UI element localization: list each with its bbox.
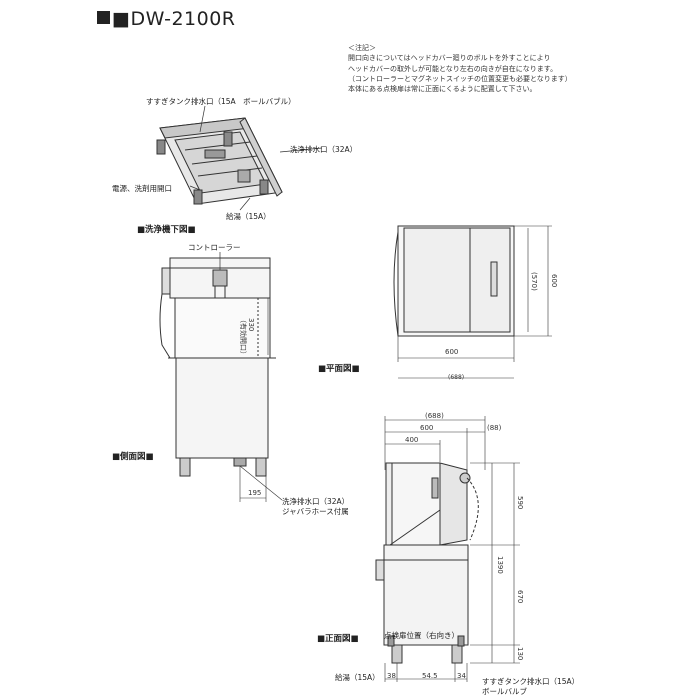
label-hot-water: 給湯（15A） (226, 212, 271, 221)
label-side-drain-2: ジャバラホース付属 (282, 507, 349, 516)
label-front-rinse-drain-2: ボールバルブ (482, 687, 527, 696)
dim-plan-cut: (688) (448, 374, 465, 381)
notes-line: 本体にある点検扉は常に正面にくるように配置して下さい。 (348, 85, 537, 94)
dim-plan-depth-inner: (570) (530, 272, 538, 291)
dim-front-total-height: 1390 (496, 556, 504, 574)
dim-opening-note: （有効開口） (239, 316, 247, 358)
notes-block: ＜注記＞ 開口向きについてはヘッドカバー廻りのボルトを外すことにより ヘッドカバ… (348, 43, 572, 94)
plan-view-drawing (393, 225, 552, 379)
dim-front-left-offset: 38 (387, 672, 396, 680)
label-controller: コントローラー (188, 243, 241, 252)
section-plan-view: ■平面図■ (318, 364, 360, 374)
label-inspection-door: 点検扉位置（右向き） (384, 631, 459, 640)
dim-front-right: (88) (487, 424, 502, 432)
dim-plan-depth: 600 (550, 274, 558, 288)
label-side-drain-1: 洗浄排水口（32A） (282, 497, 350, 506)
label-power-detergent: 電源、洗剤用開口 (112, 184, 172, 193)
dim-front-body: 600 (420, 424, 434, 432)
section-bottom-view: ■洗浄機下図■ (137, 225, 196, 235)
label-wash-drain: 洗浄排水口（32A） (290, 145, 358, 154)
notes-heading: ＜注記＞ (348, 44, 376, 52)
section-side-view: ■側面図■ (112, 452, 154, 462)
page-title: ■DW-2100R (112, 8, 236, 30)
label-rinse-tank-drain: すすぎタンク排水口（15A ボールバブル） (146, 97, 296, 106)
dim-plan-width: 600 (445, 348, 459, 356)
notes-line: 開口向きについてはヘッドカバー廻りのボルトを外すことにより (348, 54, 551, 63)
side-view-drawing (159, 252, 283, 502)
dim-front-right-offset: 34 (457, 672, 466, 680)
notes-line: （コントローラーとマグネットスイッチの位置変更も必要となります） (348, 74, 572, 83)
label-front-rinse-drain-1: すすぎタンク排水口（15A） (482, 677, 580, 686)
dim-front-top-height: 590 (516, 496, 524, 510)
dim-front-gap: 54.5 (422, 672, 438, 680)
dim-front-bottom-height: 130 (516, 647, 524, 661)
label-front-hot-water: 給湯（15A） (335, 673, 380, 682)
title-square (97, 11, 110, 24)
dim-front-mid-height: 670 (516, 590, 524, 604)
section-front-view: ■正面図■ (317, 634, 359, 644)
bottom-view-drawing (156, 105, 323, 211)
dim-offset-195: 195 (248, 489, 262, 497)
notes-line: ヘッドカバーの取外しが可能となり左右の向きが自在になります。 (348, 64, 558, 73)
front-view-drawing (375, 416, 520, 682)
dim-front-opening: 400 (405, 436, 419, 444)
dim-opening-330: 330 (247, 318, 255, 332)
dim-front-overall: (688) (425, 412, 444, 420)
